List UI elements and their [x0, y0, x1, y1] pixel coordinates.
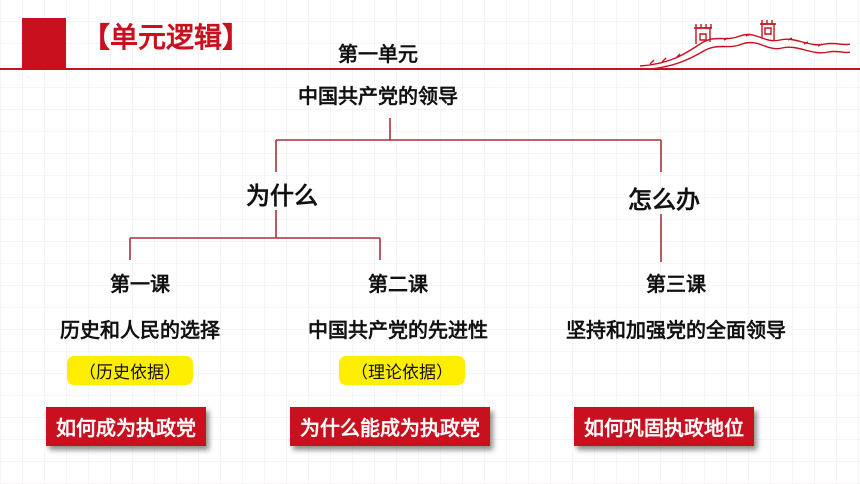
lesson-2-basis: （理论依据） [339, 356, 465, 385]
lesson-2-name: 第二课 [368, 272, 428, 296]
section-tag: 【单元逻辑】 [82, 21, 251, 54]
unit-theme: 中国共产党的领导 [298, 84, 458, 108]
lesson-1-basis: （历史依据） [67, 356, 193, 385]
lesson-3-question: 如何巩固执政地位 [574, 407, 754, 446]
unit-title: 第一单元 [338, 42, 418, 66]
lesson-1-title: 历史和人民的选择 [60, 318, 220, 342]
lesson-2-title: 中国共产党的先进性 [308, 318, 488, 342]
lesson-3-title: 坚持和加强党的全面领导 [566, 318, 786, 342]
lesson-1-question: 如何成为执政党 [46, 407, 206, 446]
lesson-3-name: 第三课 [646, 272, 706, 296]
header-rule [0, 68, 860, 70]
lesson-2-question: 为什么能成为执政党 [290, 407, 490, 446]
branch-why: 为什么 [246, 182, 318, 210]
header-red-block [22, 18, 66, 68]
great-wall-icon [640, 20, 850, 70]
lesson-1-name: 第一课 [110, 272, 170, 296]
branch-how: 怎么办 [628, 186, 700, 214]
